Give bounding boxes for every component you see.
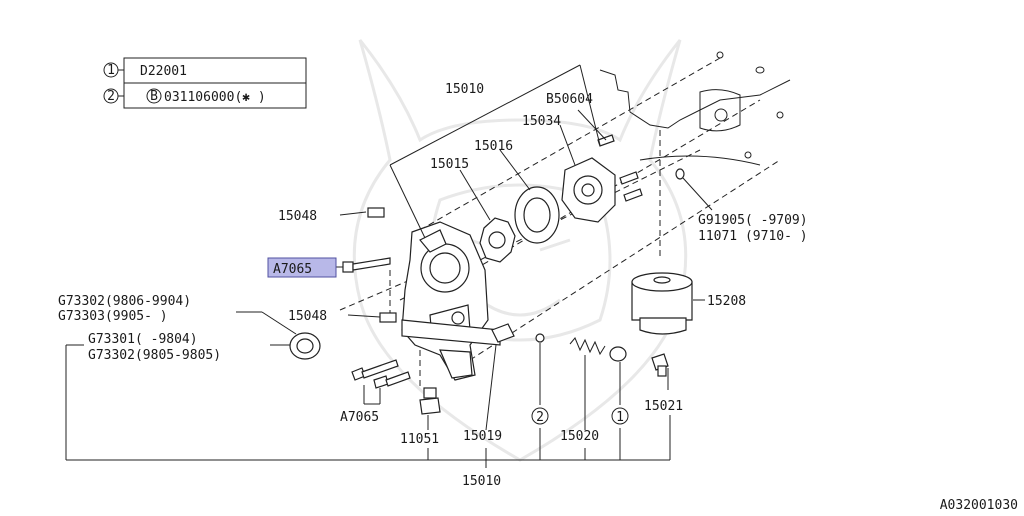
label-a7065: A7065: [340, 410, 379, 425]
plug-11051: [419, 387, 441, 415]
oil-filter-15208: [631, 272, 693, 335]
relief-valve-plunger: [491, 323, 515, 343]
legend-box: 1 D22001 2 B 031106000(✱ ): [103, 57, 307, 109]
label-g73301: G73301( -9804): [88, 332, 198, 347]
label-g73302-b: G73302(9805-9805): [88, 348, 221, 363]
cover-screws: [597, 134, 643, 202]
legend-row1-text: D22001: [140, 64, 187, 79]
label-15010-bottom: 15010: [462, 474, 501, 489]
label-15048-a: 15048: [278, 209, 317, 224]
label-15020: 15020: [560, 429, 599, 444]
engine-block-outline: [599, 51, 791, 166]
label-g73302-a: G73302(9806-9904): [58, 294, 191, 309]
watermark-emblem: [352, 39, 688, 462]
label-g73303: G73303(9905- ): [58, 309, 168, 324]
label-g91905: G91905( -9709): [698, 213, 808, 228]
bolt-a7065-upper: [342, 257, 391, 273]
label-15034: 15034: [522, 114, 561, 129]
o-ring-11071: [675, 168, 685, 180]
oil-seal: [289, 332, 321, 360]
legend-circle-1: 1: [107, 63, 115, 78]
label-11071: 11071 (9710- ): [698, 229, 808, 244]
lower-bolts: [351, 359, 411, 389]
gasket-ring: [609, 346, 627, 362]
legend-row2-text: 031106000(✱ ): [164, 90, 266, 105]
label-b50604: B50604: [546, 92, 593, 107]
washer-small: [535, 333, 545, 343]
label-15010-top: 15010: [445, 82, 484, 97]
label-15016: 15016: [474, 139, 513, 154]
relief-spring: [569, 337, 606, 356]
label-circle-1: 1: [616, 410, 624, 425]
label-15048-b: 15048: [288, 309, 327, 324]
label-11051: 11051: [400, 432, 439, 447]
pump-cover: [561, 157, 616, 223]
label-15015: 15015: [430, 157, 469, 172]
label-circle-2: 2: [536, 410, 544, 425]
circle-1-marker: [611, 407, 629, 425]
label-a7065-highlighted[interactable]: A7065: [273, 262, 312, 277]
oil-pump-body: [401, 221, 501, 381]
label-15021: 15021: [644, 399, 683, 414]
label-15019: 15019: [463, 429, 502, 444]
key-15048-b: [379, 312, 397, 323]
label-15208: 15208: [707, 294, 746, 309]
key-15048-a: [367, 207, 385, 218]
diagram-id: A032001030: [940, 498, 1018, 512]
legend-circle-2: 2: [107, 89, 115, 104]
pump-inner-gear: [479, 217, 516, 263]
relief-plug-15021: [651, 353, 669, 377]
leader-lines: [65, 64, 713, 468]
highlight-a7065[interactable]: [267, 257, 337, 278]
circle-2-marker: [531, 407, 549, 425]
pump-outer-rotor: [514, 186, 560, 244]
legend-mark-b: B: [150, 89, 158, 104]
